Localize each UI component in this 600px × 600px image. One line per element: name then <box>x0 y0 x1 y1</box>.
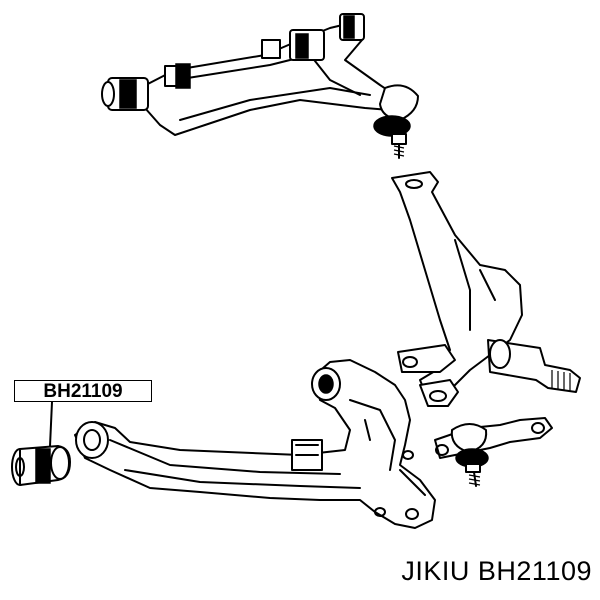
bushing-part <box>11 445 71 486</box>
label-leader-line <box>49 401 53 447</box>
lower-ball-joint <box>434 417 553 487</box>
upper-control-arm <box>101 13 419 159</box>
part-number-label: BH21109 <box>14 380 152 402</box>
lower-control-arm <box>74 359 436 529</box>
product-caption: JIKIU BH21109 <box>401 556 592 586</box>
steering-knuckle <box>391 171 581 407</box>
